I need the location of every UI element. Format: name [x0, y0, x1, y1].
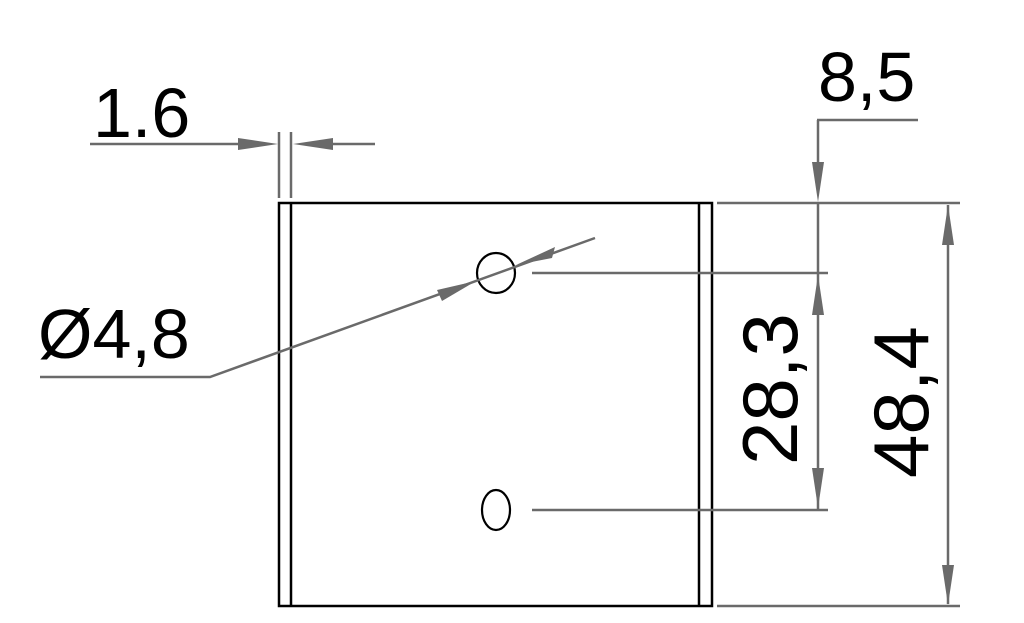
part-outline — [277, 201, 714, 608]
bottom-hole — [480, 488, 512, 532]
label-hole-diameter: Ø4,8 — [38, 295, 190, 373]
arrow-left-icon — [293, 138, 333, 150]
dimension-wall-thickness: 1.6 — [90, 74, 375, 198]
arrow-up-icon — [812, 275, 824, 315]
part-body — [277, 201, 714, 608]
label-top-hole-offset: 8,5 — [818, 38, 915, 116]
arrow-up-icon — [942, 205, 954, 245]
label-overall-height: 48,4 — [857, 326, 945, 478]
arrow-down-icon — [812, 162, 824, 202]
dimension-hole-diameter: Ø4,8 — [38, 236, 596, 379]
arrow-into-hole-icon — [437, 281, 476, 301]
dimension-top-hole-offset: 8,5 — [717, 38, 960, 205]
arrow-right-icon — [238, 138, 278, 150]
arrow-down-icon — [942, 565, 954, 605]
arrow-down-icon — [812, 468, 824, 508]
top-hole — [475, 251, 517, 295]
arrow-out-hole-icon — [516, 247, 555, 265]
label-hole-spacing: 28,3 — [726, 313, 814, 465]
label-wall-thickness: 1.6 — [93, 74, 190, 152]
dimension-hole-spacing: 28,3 — [532, 203, 828, 512]
dimension-overall-height: 48,4 — [717, 205, 960, 608]
